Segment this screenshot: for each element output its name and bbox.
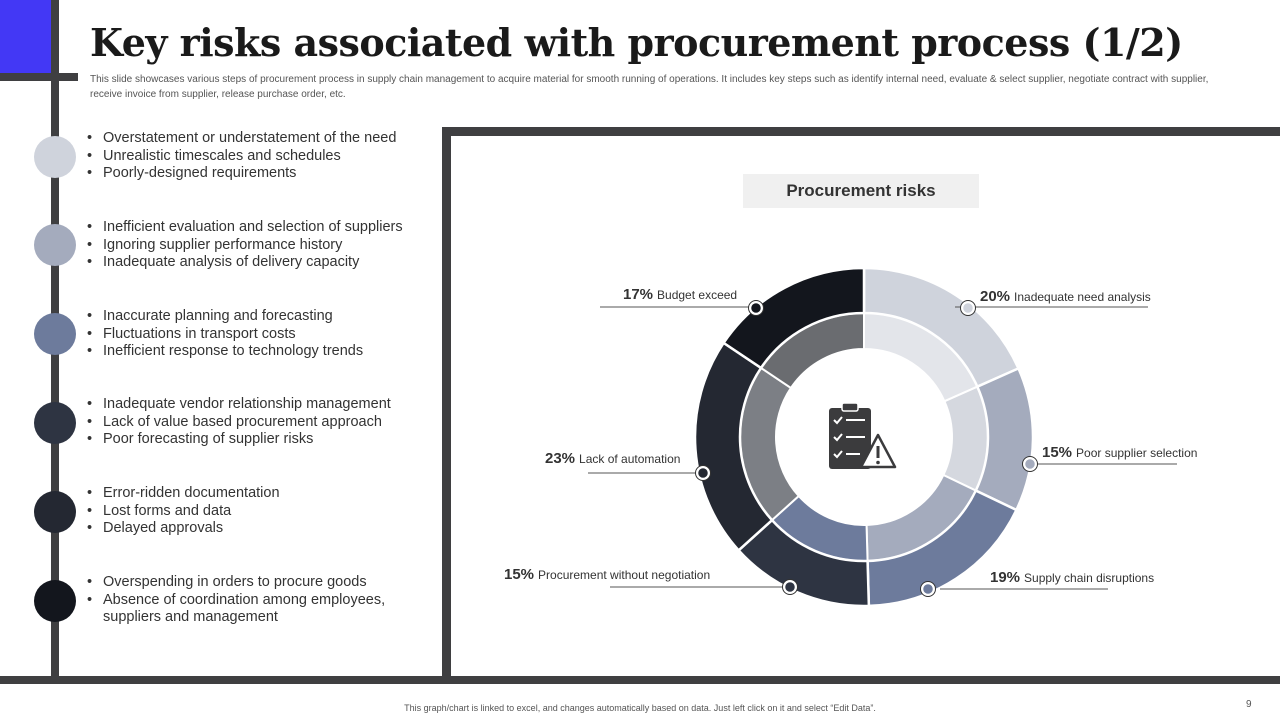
- risk-item: Inaccurate planning and forecasting: [84, 308, 424, 326]
- risk-item: Poor forecasting of supplier risks: [84, 431, 424, 449]
- risk-group-marker: [34, 313, 76, 355]
- callout-text: 23% Lack of automation: [545, 450, 680, 467]
- risk-item: Absence of coordination among employees,…: [84, 592, 424, 627]
- risk-group-list: Error-ridden documentationLost forms and…: [84, 485, 424, 538]
- callout-text: 19% Supply chain disruptions: [990, 569, 1154, 586]
- callout-dot: [920, 581, 936, 597]
- risk-item: Unrealistic timescales and schedules: [84, 148, 424, 166]
- risk-item: Delayed approvals: [84, 520, 424, 538]
- callout-text: 15% Poor supplier selection: [1042, 444, 1197, 461]
- callout-label: Supply chain disruptions: [1024, 571, 1154, 585]
- risk-item: Lost forms and data: [84, 503, 424, 521]
- risk-item: Inefficient response to technology trend…: [84, 343, 424, 361]
- clipboard-warning-icon: [829, 402, 897, 469]
- bottom-bar: [0, 676, 1280, 684]
- risk-group-list: Inadequate vendor relationship managemen…: [84, 396, 424, 449]
- callout-dot-ring: [1022, 456, 1038, 472]
- risk-group-marker: [34, 491, 76, 533]
- callout-label: Inadequate need analysis: [1014, 290, 1151, 304]
- accent-square: [0, 0, 52, 74]
- risk-item: Lack of value based procurement approach: [84, 414, 424, 432]
- risk-group-marker: [34, 580, 76, 622]
- callout-dot-ring: [960, 300, 976, 316]
- risk-item: Inefficient evaluation and selection of …: [84, 219, 424, 237]
- callout-dot: [695, 465, 711, 481]
- risk-group-list: Inaccurate planning and forecastingFluct…: [84, 308, 424, 361]
- title-underbar: [0, 73, 78, 81]
- callout-text: 15% Procurement without negotiation: [504, 566, 710, 583]
- risk-group-marker: [34, 136, 76, 178]
- risk-item: Ignoring supplier performance history: [84, 237, 424, 255]
- callout-pct: 15%: [504, 566, 534, 583]
- risk-group-list: Overstatement or understatement of the n…: [84, 130, 424, 183]
- callout-pct: 20%: [980, 288, 1010, 305]
- callout-text: 17% Budget exceed: [623, 286, 737, 303]
- risk-item: Inadequate vendor relationship managemen…: [84, 396, 424, 414]
- risk-group-marker: [34, 402, 76, 444]
- callout-label: Budget exceed: [657, 288, 737, 302]
- footer-note: This graph/chart is linked to excel, and…: [404, 703, 876, 713]
- callout-dot-ring: [748, 300, 764, 316]
- callout-label: Poor supplier selection: [1076, 446, 1197, 460]
- chart-title: Procurement risks: [743, 174, 979, 208]
- callout-pct: 15%: [1042, 444, 1072, 461]
- slide-title: Key risks associated with procurement pr…: [90, 20, 1183, 65]
- callout-pct: 23%: [545, 450, 575, 467]
- risk-item: Overstatement or understatement of the n…: [84, 130, 424, 148]
- slide-subtitle: This slide showcases various steps of pr…: [90, 74, 1209, 100]
- callout-dot-ring: [920, 581, 936, 597]
- callout-dot: [1022, 456, 1038, 472]
- risk-item: Inadequate analysis of delivery capacity: [84, 254, 424, 272]
- callout-text: 20% Inadequate need analysis: [980, 288, 1151, 305]
- callout-dot-ring: [695, 465, 711, 481]
- callout-pct: 19%: [990, 569, 1020, 586]
- risk-item: Fluctuations in transport costs: [84, 326, 424, 344]
- callout-label: Lack of automation: [579, 452, 680, 466]
- callout-dot: [748, 300, 764, 316]
- risk-group-list: Overspending in orders to procure goodsA…: [84, 574, 424, 627]
- callout-label: Procurement without negotiation: [538, 568, 710, 582]
- risk-group-marker: [34, 224, 76, 266]
- callout-dot-ring: [782, 579, 798, 595]
- callout-dot: [782, 579, 798, 595]
- risk-item: Poorly-designed requirements: [84, 165, 424, 183]
- callout-dot: [960, 300, 976, 316]
- callout-pct: 17%: [623, 286, 653, 303]
- risk-item: Error-ridden documentation: [84, 485, 424, 503]
- risk-group-list: Inefficient evaluation and selection of …: [84, 219, 424, 272]
- page-number: 9: [1246, 699, 1252, 710]
- risk-item: Overspending in orders to procure goods: [84, 574, 424, 592]
- callouts: 20% Inadequate need analysis 15% Poor suppl…: [504, 286, 1197, 597]
